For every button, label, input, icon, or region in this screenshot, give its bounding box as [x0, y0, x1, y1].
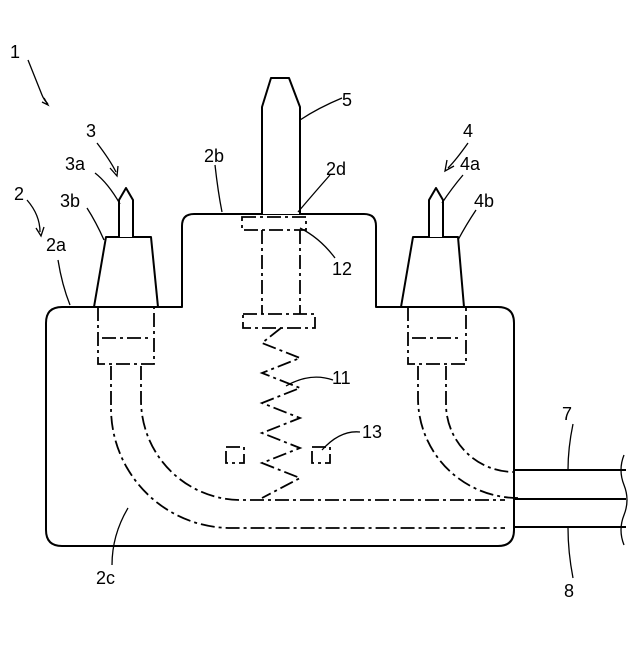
label-terminal-left: 3: [86, 121, 96, 141]
leader-2a: [58, 260, 70, 305]
label-cable-lower: 8: [564, 581, 574, 601]
label-terminal-right: 4: [463, 121, 473, 141]
label-device: 1: [10, 42, 20, 62]
leader-8: [568, 528, 573, 578]
label-housing-body: 2c: [96, 568, 115, 588]
leader-3a: [95, 173, 120, 204]
leader-4b: [458, 210, 476, 240]
terminal-right: [401, 188, 464, 307]
label-cable-upper: 7: [562, 404, 572, 424]
leader-2d: [298, 175, 330, 212]
label-probe-pin: 5: [342, 90, 352, 110]
terminal-right-base: [401, 237, 464, 307]
label-housing-top-face: 2a: [46, 235, 67, 255]
label-spring: 11: [332, 368, 351, 388]
label-terminal-right-tip: 4a: [460, 154, 481, 174]
label-boss-top: 2d: [326, 159, 346, 179]
terminal-right-tip: [429, 188, 443, 237]
leader-3b: [87, 208, 104, 240]
label-stopper: 13: [362, 422, 382, 442]
cables: [505, 455, 627, 545]
leader-3: [97, 143, 116, 172]
label-boss: 2b: [204, 146, 224, 166]
leader-4-arrow: [445, 160, 454, 171]
probe-pin: [262, 78, 300, 214]
label-terminal-left-tip: 3a: [65, 154, 86, 174]
leader-2b: [215, 165, 222, 212]
leader-4a: [442, 175, 463, 203]
leader-2: [27, 200, 40, 232]
label-terminal-right-base: 4b: [474, 191, 494, 211]
label-spring-seat: 12: [332, 259, 352, 279]
terminal-left-tip: [119, 188, 133, 237]
leader-1: [28, 60, 48, 104]
terminal-left: [94, 188, 158, 307]
leader-5: [300, 98, 342, 120]
terminal-left-base: [94, 237, 158, 307]
label-terminal-left-base: 3b: [60, 191, 80, 211]
label-housing: 2: [14, 184, 24, 204]
leader-7: [568, 424, 573, 470]
